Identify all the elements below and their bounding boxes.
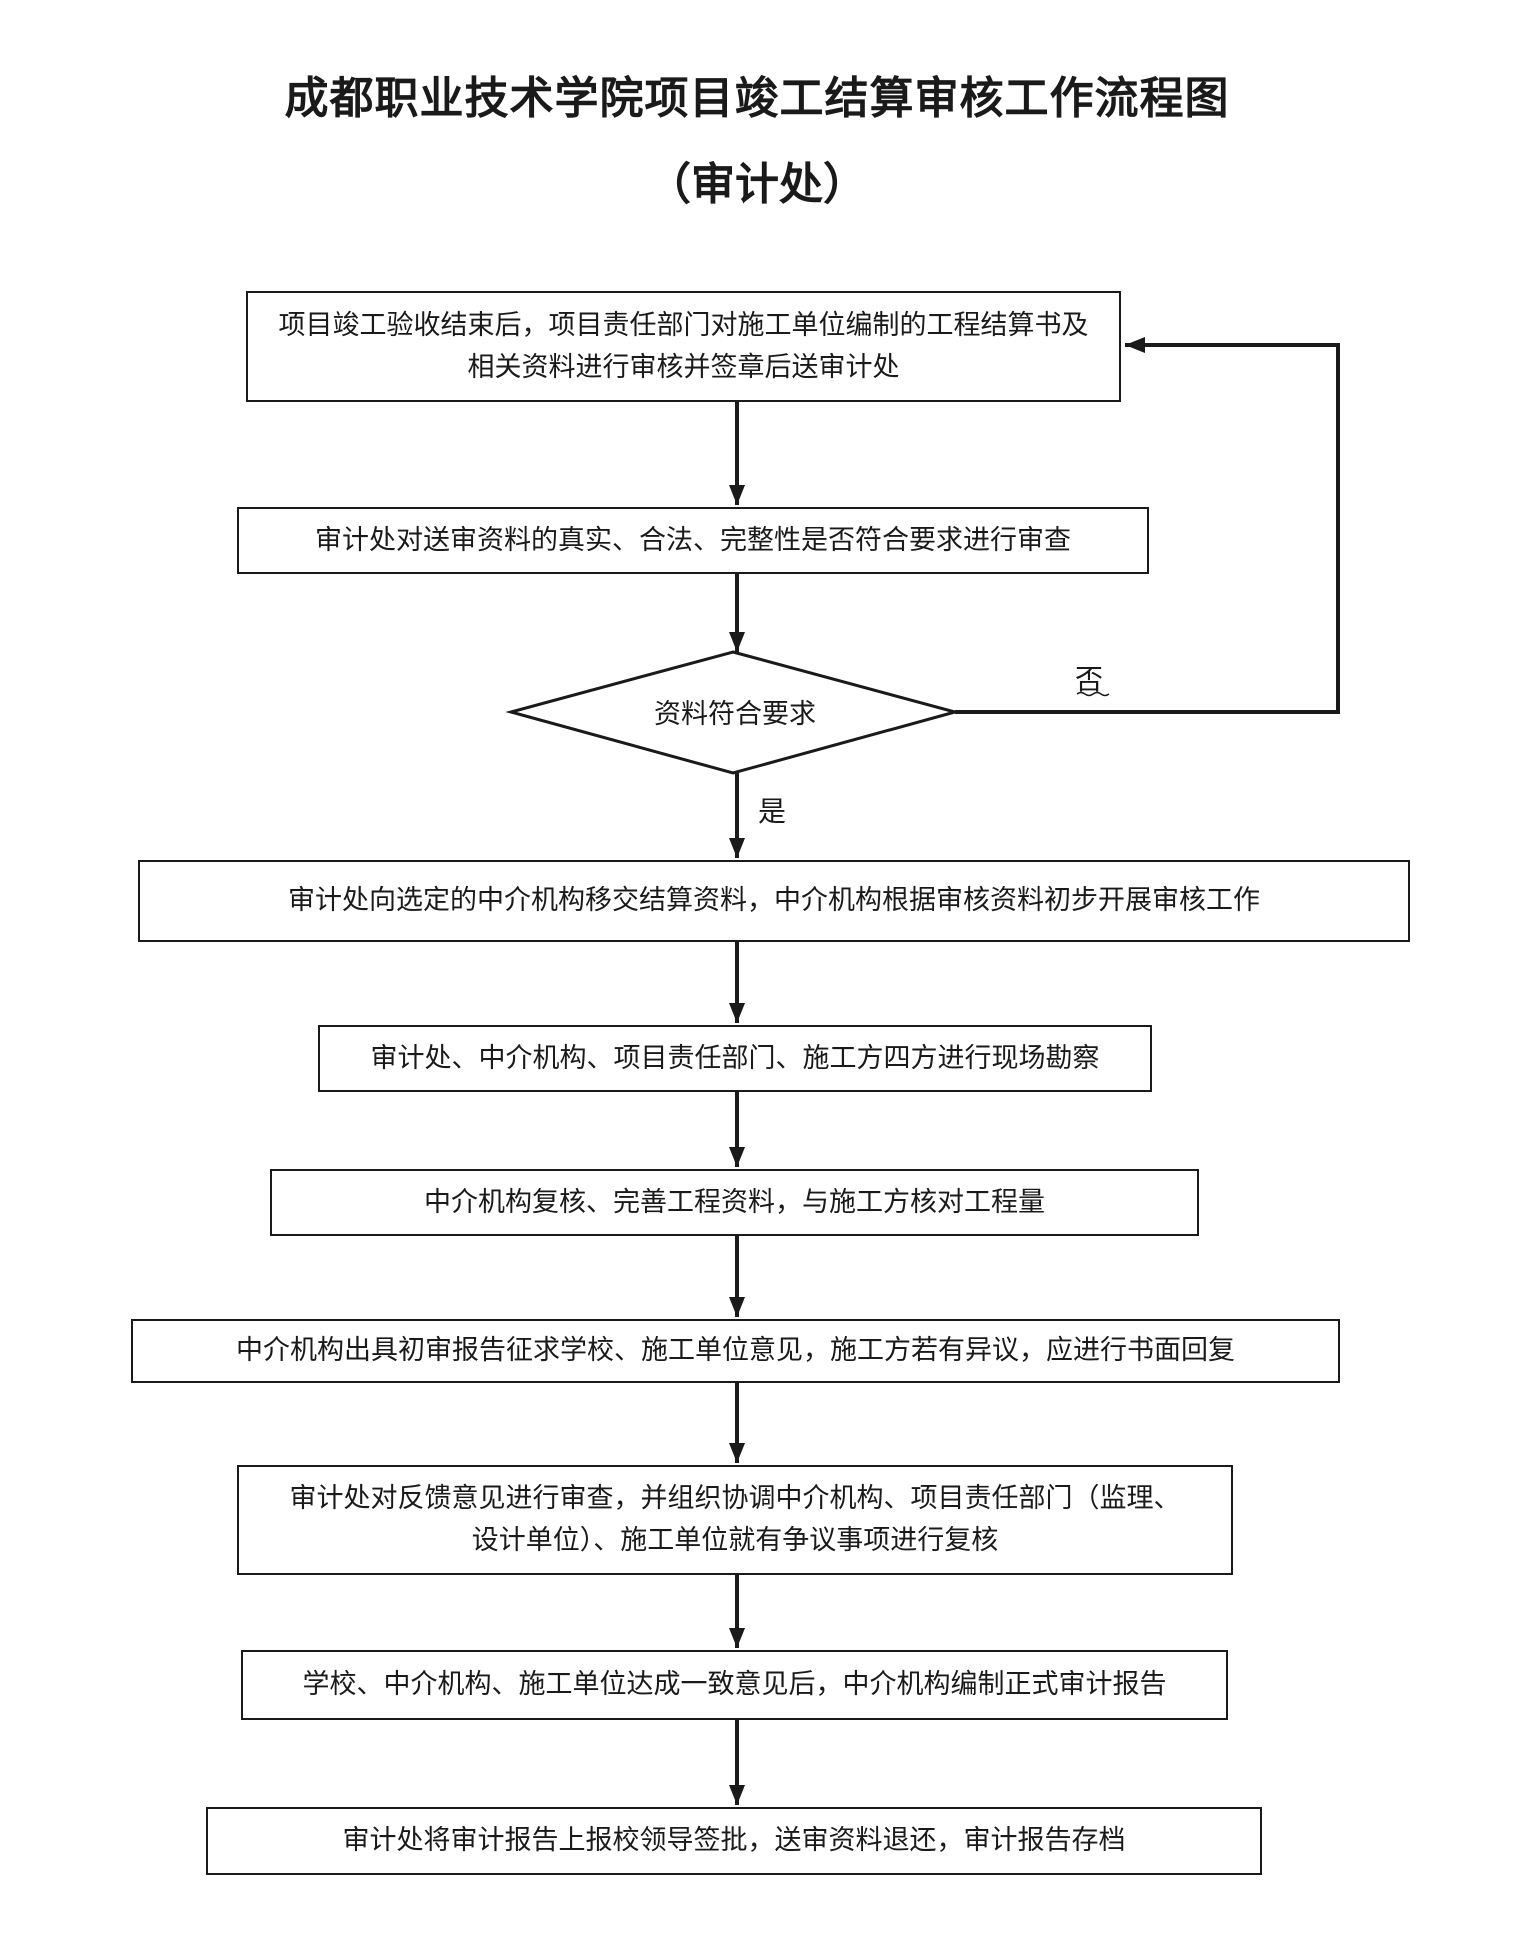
no-label-underline <box>1076 691 1110 697</box>
step-3-text: 审计处向选定的中介机构移交结算资料，中介机构根据审核资料初步开展审核工作 <box>288 885 1260 916</box>
page-title: 成都职业技术学院项目竣工结算审核工作流程图 <box>284 73 1230 124</box>
step-5-box: 中介机构复核、完善工程资料，与施工方核对工程量 <box>270 1169 1199 1236</box>
decision-diamond <box>505 650 961 775</box>
decision-label: 资料符合要求 <box>654 699 816 730</box>
step-8-box: 学校、中介机构、施工单位达成一致意见后，中介机构编制正式审计报告 <box>241 1650 1228 1720</box>
arrow-no-loop <box>955 337 1340 714</box>
step-3-box: 审计处向选定的中介机构移交结算资料，中介机构根据审核资料初步开展审核工作 <box>138 860 1410 942</box>
step-6-box: 中介机构出具初审报告征求学校、施工单位意见，施工方若有异议，应进行书面回复 <box>131 1319 1340 1383</box>
step-2-box: 审计处对送审资料的真实、合法、完整性是否符合要求进行审查 <box>237 507 1149 574</box>
step-9-box: 审计处将审计报告上报校领导签批，送审资料退还，审计报告存档 <box>206 1807 1262 1875</box>
step-4-text: 审计处、中介机构、项目责任部门、施工方四方进行现场勘察 <box>370 1042 1100 1074</box>
step-8-text: 学校、中介机构、施工单位达成一致意见后，中介机构编制正式审计报告 <box>302 1669 1167 1700</box>
yes-label: 是 <box>758 795 787 828</box>
step-7-text: 审计处对反馈意见进行审查，并组织协调中介机构、项目责任部门（监理、设计单位）、施… <box>289 1483 1181 1556</box>
step-9-text: 审计处将审计报告上报校领导签批，送审资料退还，审计报告存档 <box>342 1825 1126 1856</box>
step-7-box: 审计处对反馈意见进行审查，并组织协调中介机构、项目责任部门（监理、设计单位）、施… <box>237 1465 1233 1575</box>
no-label: 否 <box>1075 663 1104 696</box>
step-6-text: 中介机构出具初审报告征求学校、施工单位意见，施工方若有异议，应进行书面回复 <box>236 1335 1235 1366</box>
step-2-text: 审计处对送审资料的真实、合法、完整性是否符合要求进行审查 <box>315 524 1071 556</box>
step-4-box: 审计处、中介机构、项目责任部门、施工方四方进行现场勘察 <box>318 1025 1152 1092</box>
page-subtitle: （审计处） <box>647 159 867 210</box>
step-5-text: 中介机构复核、完善工程资料，与施工方核对工程量 <box>424 1186 1045 1218</box>
step-1-text: 项目竣工验收结束后，项目责任部门对施工单位编制的工程结算书及相关资料进行审核并签… <box>278 309 1089 383</box>
step-1-box: 项目竣工验收结束后，项目责任部门对施工单位编制的工程结算书及相关资料进行审核并签… <box>246 291 1121 402</box>
